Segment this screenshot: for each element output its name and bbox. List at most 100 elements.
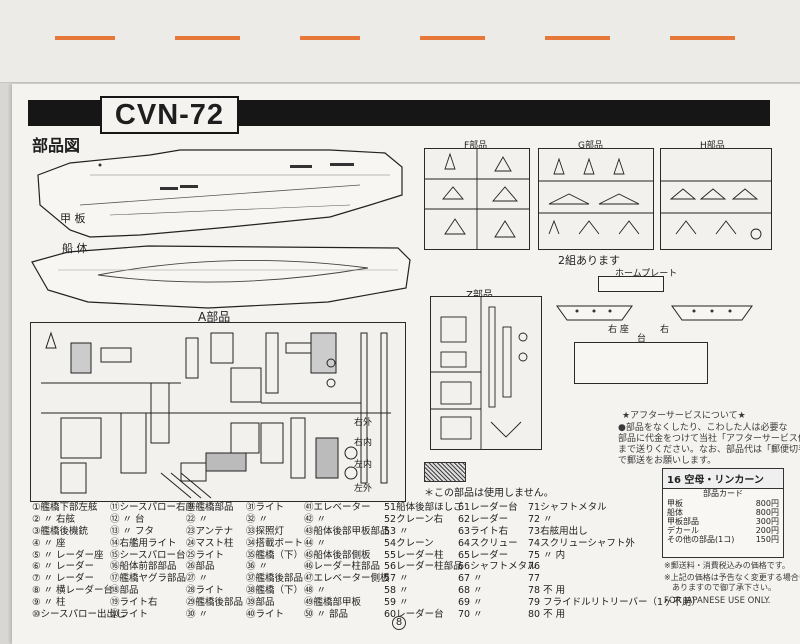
parts-list-item: ㊶エレベーター [304,502,371,513]
parts-list-item: 76 [528,561,541,573]
dash-mark [545,36,610,40]
parts-list-col-7: 61レーダー台 62レーダー 63ライト右 64スクリュー 65レーダー 66シ… [458,502,537,621]
parts-list-item: 56レーダー柱部品 [384,561,463,573]
parts-list-item: 55レーダー柱 [384,549,444,561]
price-card-subtitle: 部品カード [703,489,743,498]
parts-list-item: ㉑艦橋部品 [186,502,234,513]
parts-list-item: ⑤ 〃 レーダー座 [32,549,104,561]
parts-list-item: ⑦ 〃 レーダー [32,573,95,585]
home-plate [598,276,664,292]
parts-list-item: 65レーダー [458,549,509,561]
parts-list-item: ⑥ 〃 レーダー [32,561,95,573]
page-title: CVN-72 [100,96,239,134]
price-item-name: 甲板部品 [667,517,699,526]
runner-a-parts [41,331,391,499]
parts-list-item: ㉘ライト [186,585,225,597]
parts-list-col-2: ⑪シースパロー右座 ⑫ 〃 台 ⑬ 〃 フタ ⑭右艦用ライト ⑮シースパロー台 … [110,502,195,621]
after-service-title: ★アフターサービスについて★ [622,411,746,421]
parts-list-item: 74スクリューシャフト外 [528,537,635,549]
parts-list-item: ⑧ 〃 横レーダー台 [32,585,114,597]
hull-drawing [31,245,411,309]
parts-list-item: 64スクリュー [458,537,518,549]
parts-list-item: 66シャフトメタル [458,561,537,573]
price-item-name: その他の部品(1コ) [667,535,735,544]
runner-z-parts [431,297,528,449]
parts-list-item: 79 フライドルリトリーバー（1ヶ不用） [528,597,702,609]
parts-list-col-6: 51船体後部ほしご 52クレーン右 53 〃 54クレーン 55レーダー柱 56… [384,502,463,621]
top-sheet [0,0,800,83]
parts-list-item: 51船体後部ほしご [384,502,463,513]
parts-list-item: ㉜ 〃 [246,513,269,525]
parts-list-item: ㉕ライト [186,549,225,561]
parts-list-item: ⑭右艦用ライト [110,537,177,549]
unused-part-note: ＊この部品は使用しません。 [424,488,554,499]
runner-g-label: G部品 [578,141,603,151]
price-item-value: 150円 [755,535,779,544]
stand-label-center: 台 [637,334,647,344]
flight-deck-drawing [37,149,403,238]
two-sets-note: 2組あります [558,254,620,267]
parts-list-item: ⑰艦橋ヤグラ部品 [110,573,187,585]
runner-h-parts [661,180,771,240]
price-item-value: 200円 [755,526,779,535]
runner-f-label: F部品 [464,141,488,151]
parts-list-item: 59 〃 [384,597,409,609]
parts-list-item: 77 [528,573,541,585]
stand-parts [556,305,753,321]
stand-base [574,342,708,384]
parts-list-item: 54クレーン [384,537,434,549]
parts-list-col-3: ㉑艦橋部品 ㉒ 〃 ㉓アンテナ ㉔マスト柱 ㉕ライト ㉖部品 ㉗ 〃 ㉘ライト … [186,502,243,621]
runner-a: 右外 右内 左内 左外 [30,322,406,502]
parts-list-item: 63ライト右 [458,525,509,537]
parts-list-item: ㉙艦橋後部品 [186,597,244,609]
parts-list-item: 70 〃 [458,609,483,621]
parts-list-item: ⑬ 〃 フタ [110,525,155,537]
dash-mark [300,36,360,40]
price-note: ありますので御了承下さい。 [672,583,776,592]
parts-list-col-4: ㉛ライト ㉜ 〃 ㉝探照灯 ㉞搭載ボート ㉟艦橋（下） ㊱ 〃 ㊲艦橋後部品 ㊳… [246,502,303,621]
price-item-value: 800円 [755,499,779,508]
parts-list-item: 78 不 用 [528,585,566,597]
parts-list-item: 53 〃 [384,525,409,537]
parts-list-item: ⑱部品 [110,585,139,597]
after-service-line: で郵送をお願いします。 [618,456,717,466]
parts-list-item: ㉓アンテナ [186,525,234,537]
price-row: 船体 800円 [663,508,783,517]
parts-list-item: ㉒ 〃 [186,513,209,525]
parts-list-item: ㊳艦橋（下） [246,585,304,597]
japanese-use-note: FOR JAPANESE USE ONLY. [664,596,771,606]
parts-list-item: ㊵ライト [246,609,285,621]
dash-mark [175,36,240,40]
parts-list-item: ㉔マスト柱 [186,537,234,549]
callout-right-outer: 右外 [354,418,373,428]
home-plate-label: ホームプレート [615,269,678,279]
parts-list-item: ⑨ 〃 柱 [32,597,66,609]
parts-list-col-5: ㊶エレベーター ㊷ 〃 ㊸船体後部甲板部品 ㊹ 〃 ㊺船体後部側板 ㊻レーダー柱… [304,502,390,621]
runner-h [660,148,772,250]
price-row: その他の部品(1コ) 150円 [663,535,783,544]
parts-list-item: ㉞搭載ボート [246,537,304,549]
parts-list-item: ⑯船体前部部品 [110,561,177,573]
parts-list-col-1: ①艦橋下部左舷 ② 〃 右舷 ③艦橋後機銃 ④ 〃 座 ⑤ 〃 レーダー座 ⑥ … [32,502,126,621]
stand-label-right2: 右 [660,325,670,335]
parts-list-item: ⑳ライト [110,609,149,621]
after-service-line: まで送りください。なお、部品代は「郵便切手」 [618,445,800,455]
runner-a-label: A部品 [198,310,231,324]
deck-label: 甲 板 [60,212,86,225]
parts-list-item: ㉝探照灯 [246,525,285,537]
dash-mark [670,36,735,40]
parts-list-item: ㉛ライト [246,502,285,513]
runner-h-label: H部品 [700,141,725,151]
parts-list-item: 75 〃 内 [528,549,566,561]
parts-list-item: 57 〃 [384,573,409,585]
price-item-value: 800円 [755,508,779,517]
parts-list-item: ⑫ 〃 台 [110,513,145,525]
parts-list-item: ㉖部品 [186,561,215,573]
parts-list-item: ⑪シースパロー右座 [110,502,196,513]
dash-mark [55,36,115,40]
parts-list-item: 80 不 用 [528,609,566,621]
price-item-name: 船体 [667,508,683,517]
parts-list-item: ㊱ 〃 [246,561,269,573]
